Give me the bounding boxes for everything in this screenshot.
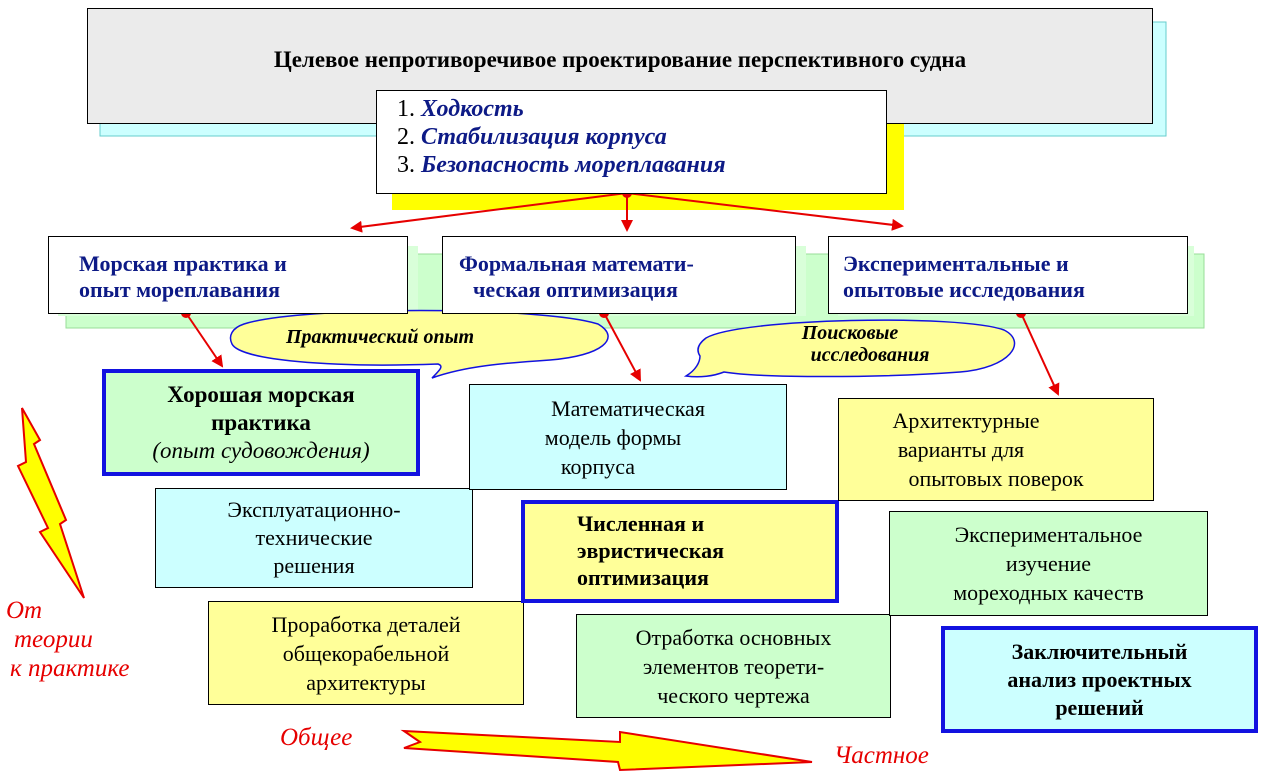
stage-details: Проработка деталей общекорабельной архит… (208, 601, 524, 705)
approach-practice: Морская практика и опыт мореплавания (48, 236, 408, 314)
diagram-title: Целевое непротиворечивое проектирование … (273, 47, 967, 72)
general-particular-arrow (400, 729, 813, 772)
goal-item: 3. Безопасность мореплавания (397, 152, 726, 178)
goal-arrows (350, 192, 904, 233)
stage-arch-variants: Архитектурные варианты для опытовых пове… (838, 398, 1154, 501)
callout-search: Поисковые исследования (801, 322, 930, 366)
callout-practical: Практический опыт (286, 326, 475, 348)
stage-numeric: Численная и эвристическая оптимизация (521, 500, 839, 603)
general-label: Общее (280, 724, 353, 751)
stage-good-practice: Хорошая морская практика (опыт судовожде… (102, 369, 420, 476)
theory-practice-arrow (16, 407, 85, 599)
goal-item: 1. Ходкость (397, 96, 524, 122)
approach-experiment: Экспериментальные и опытовые исследовани… (828, 236, 1188, 314)
stage-final: Заключительный анализ проектных решений (941, 626, 1258, 733)
goal-item: 2. Стабилизация корпуса (397, 124, 667, 150)
callout-search-shape (683, 319, 1016, 378)
theory-practice-label: От теории к практике (6, 597, 130, 682)
stage-math-model: Математическая модель формы корпуса (469, 384, 787, 490)
goals-box: 1. Ходкость 2. Стабилизация корпуса 3. Б… (376, 90, 887, 194)
stage-operational: Эксплуатационно- технические решения (155, 488, 473, 588)
particular-label: Частное (834, 742, 929, 769)
stage-drawing: Отработка основных элементов теорети- че… (576, 614, 891, 718)
stage-exp-study: Экспериментальное изучение мореходных ка… (889, 511, 1208, 616)
approach-math: Формальная математи- ческая оптимизация (442, 236, 796, 314)
